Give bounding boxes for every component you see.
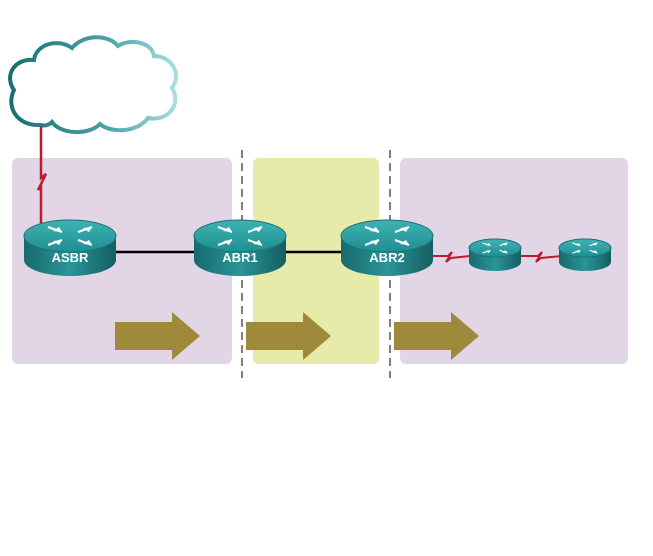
serial-link-r4-r5 (520, 251, 563, 263)
router-icon (572, 242, 598, 254)
flow-arrows (115, 312, 479, 360)
area-middle (253, 158, 379, 364)
router-abr2: ABR2 (340, 219, 434, 276)
cloud-icon (8, 35, 178, 134)
router-top (558, 238, 612, 258)
router-asbr: ASBR (23, 219, 117, 276)
router-top (193, 219, 287, 253)
router-label: ABR2 (369, 250, 404, 265)
router-r5 (558, 238, 612, 271)
arrow-area-left (115, 312, 200, 360)
router-abr1: ABR1 (193, 219, 287, 276)
arrow-area-middle (246, 312, 331, 360)
router-top (468, 238, 522, 258)
router-label: ASBR (52, 250, 89, 265)
router-label: ABR1 (222, 250, 257, 265)
router-icon (47, 226, 93, 246)
area-left (12, 158, 232, 364)
router-icon (217, 226, 263, 246)
router-r4 (468, 238, 522, 271)
serial-link-cloud-asbr (36, 126, 48, 230)
router-icon (364, 226, 410, 246)
router-top (340, 219, 434, 253)
router-top (23, 219, 117, 253)
arrow-area-right (394, 312, 479, 360)
serial-link-abr2-r4 (432, 251, 471, 263)
router-icon (482, 242, 508, 254)
